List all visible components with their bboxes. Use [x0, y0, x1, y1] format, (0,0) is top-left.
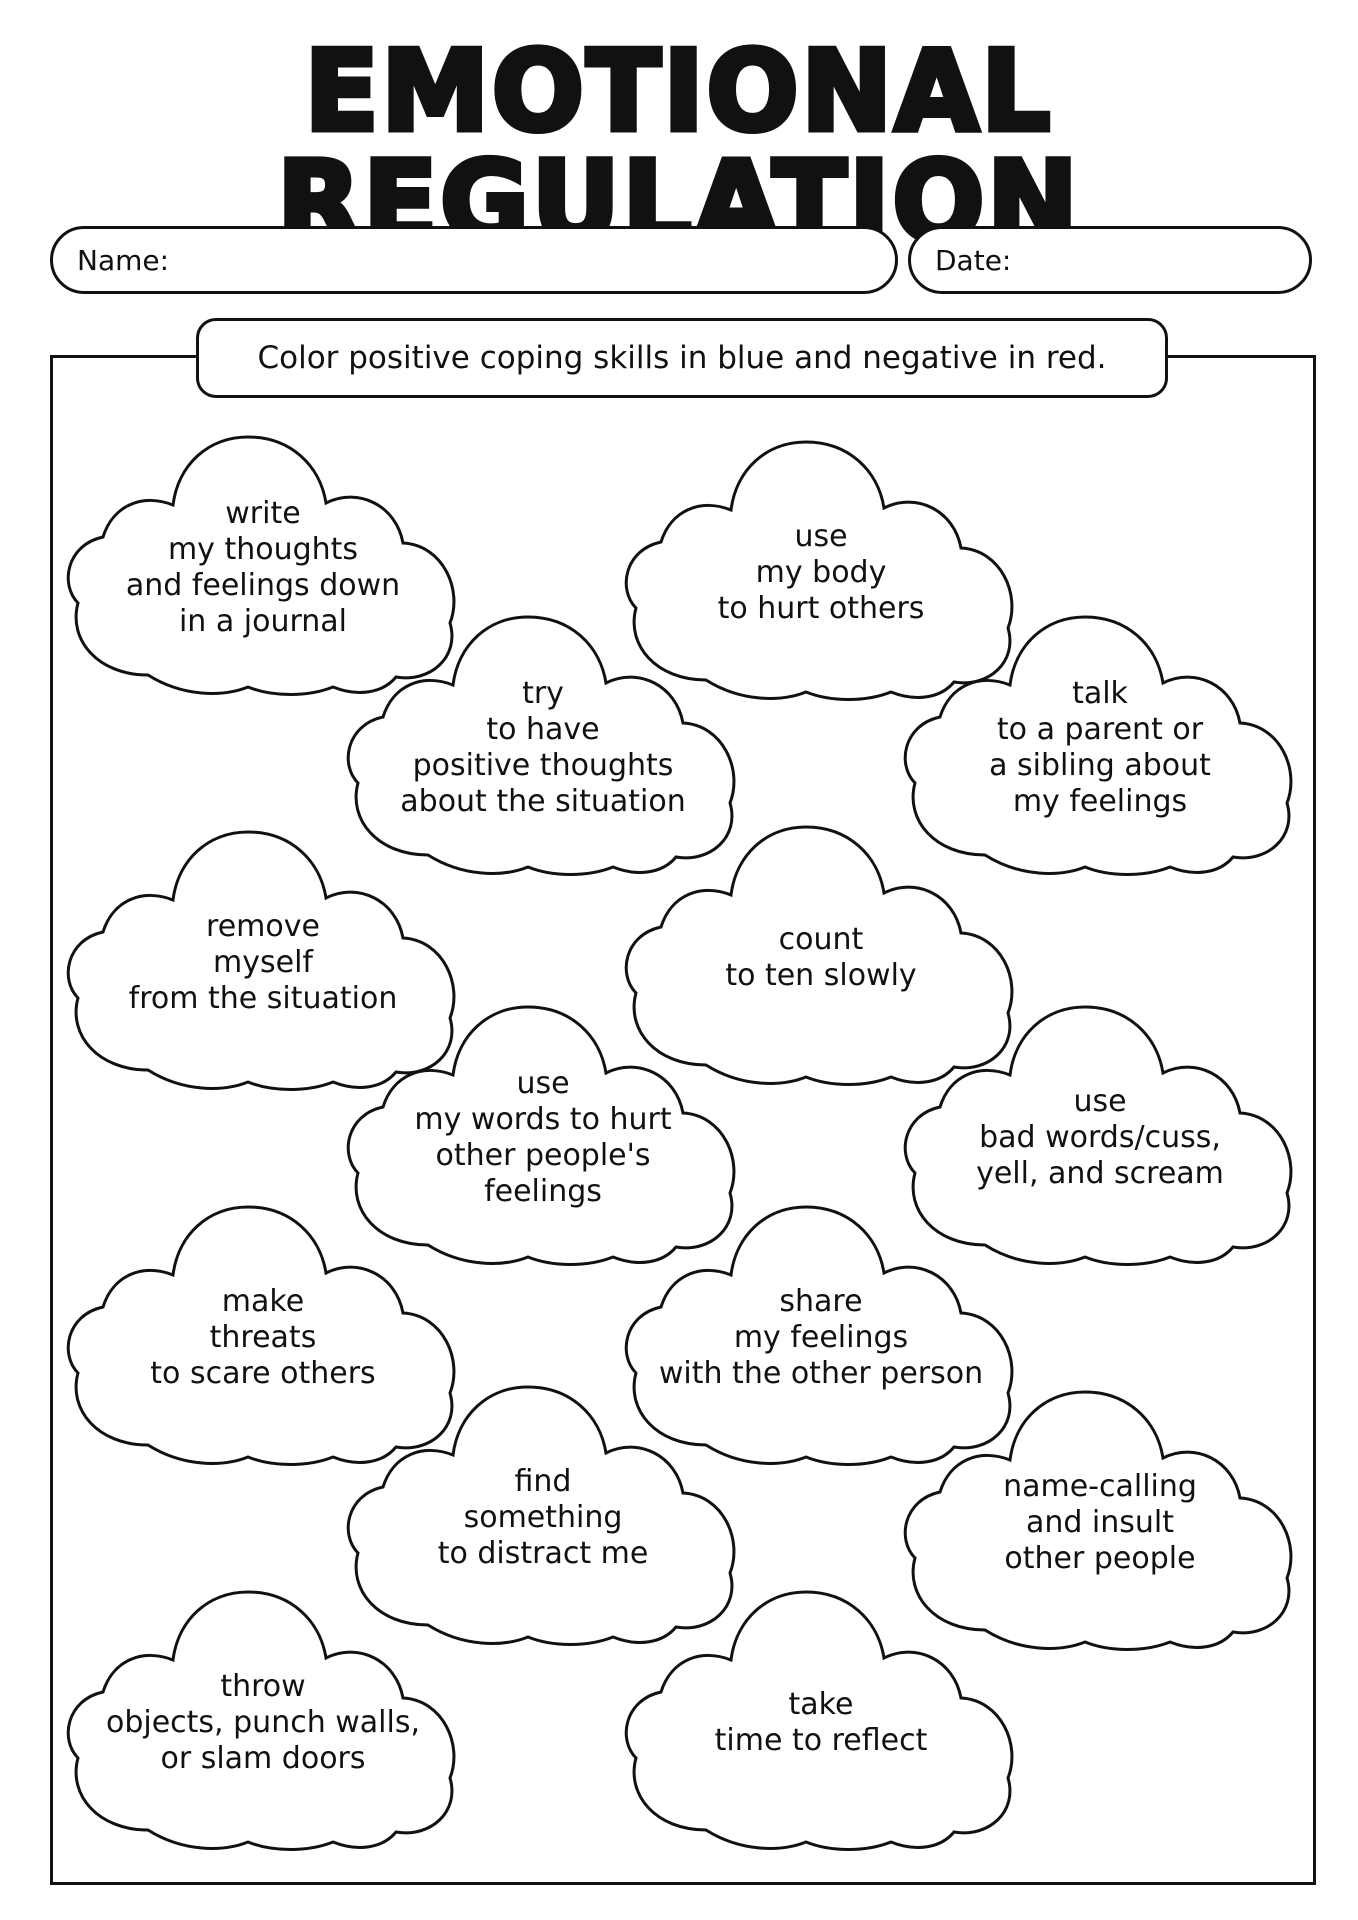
cloud-shape — [66, 830, 456, 1091]
cloud-shape — [903, 1005, 1293, 1266]
worksheet-title: EMOTIONAL REGULATION — [274, 28, 1081, 267]
cloud-shape — [624, 440, 1014, 701]
cloud-shape — [624, 825, 1014, 1086]
cloud-card[interactable]: count to ten slowly — [616, 815, 1026, 1086]
cloud-shape — [66, 435, 456, 696]
cloud-shape — [624, 1205, 1014, 1466]
cloud-label: write my thoughts and feelings down in a… — [125, 495, 401, 639]
cloud-label: try to have positive thoughts about the … — [400, 675, 686, 819]
cloud-label: throw objects, punch walls, or slam door… — [105, 1668, 421, 1776]
cloud-label: remove myself from the situation — [128, 908, 398, 1016]
cloud-label: take time to reflect — [714, 1686, 928, 1758]
cloud-label: share my feelings with the other person — [658, 1283, 984, 1391]
cloud-label: count to ten slowly — [725, 921, 917, 993]
name-field[interactable]: Name: — [50, 226, 898, 294]
cloud-card[interactable]: write my thoughts and feelings down in a… — [58, 425, 468, 696]
date-label: Date: — [935, 243, 1012, 277]
cloud-card[interactable]: talk to a parent or a sibling about my f… — [895, 605, 1305, 876]
cloud-label: find something to distract me — [437, 1463, 649, 1571]
cloud-card[interactable]: find something to distract me — [338, 1375, 748, 1646]
cloud-label: use my words to hurt other people's feel… — [414, 1065, 672, 1209]
cloud-label: make threats to scare others — [150, 1283, 376, 1391]
name-label: Name: — [77, 243, 170, 277]
cloud-shape — [66, 1590, 456, 1851]
cloud-card[interactable]: make threats to scare others — [58, 1195, 468, 1466]
cloud-card[interactable]: use bad words/cuss, yell, and scream — [895, 995, 1305, 1266]
cloud-card[interactable]: share my feelings with the other person — [616, 1195, 1026, 1466]
cloud-card[interactable]: use my words to hurt other people's feel… — [338, 995, 748, 1266]
cloud-shape — [903, 615, 1293, 876]
cloud-label: use bad words/cuss, yell, and scream — [976, 1083, 1224, 1191]
cloud-card[interactable]: try to have positive thoughts about the … — [338, 605, 748, 876]
cloud-shape — [66, 1205, 456, 1466]
cloud-card[interactable]: remove myself from the situation — [58, 820, 468, 1091]
cloud-shape — [624, 1590, 1014, 1851]
cloud-card[interactable]: use my body to hurt others — [616, 430, 1026, 701]
cloud-label: talk to a parent or a sibling about my f… — [989, 675, 1211, 819]
cloud-shape — [903, 1390, 1293, 1651]
cloud-shape — [346, 1385, 736, 1646]
cloud-shape — [346, 1005, 736, 1266]
cloud-label: name-calling and insult other people — [1003, 1468, 1197, 1576]
cloud-card[interactable]: take time to reflect — [616, 1580, 1026, 1851]
instruction-box: Color positive coping skills in blue and… — [196, 318, 1168, 398]
cloud-card[interactable]: name-calling and insult other people — [895, 1380, 1305, 1651]
cloud-card[interactable]: throw objects, punch walls, or slam door… — [58, 1580, 468, 1851]
cloud-label: use my body to hurt others — [717, 518, 925, 626]
date-field[interactable]: Date: — [908, 226, 1312, 294]
cloud-shape — [346, 615, 736, 876]
